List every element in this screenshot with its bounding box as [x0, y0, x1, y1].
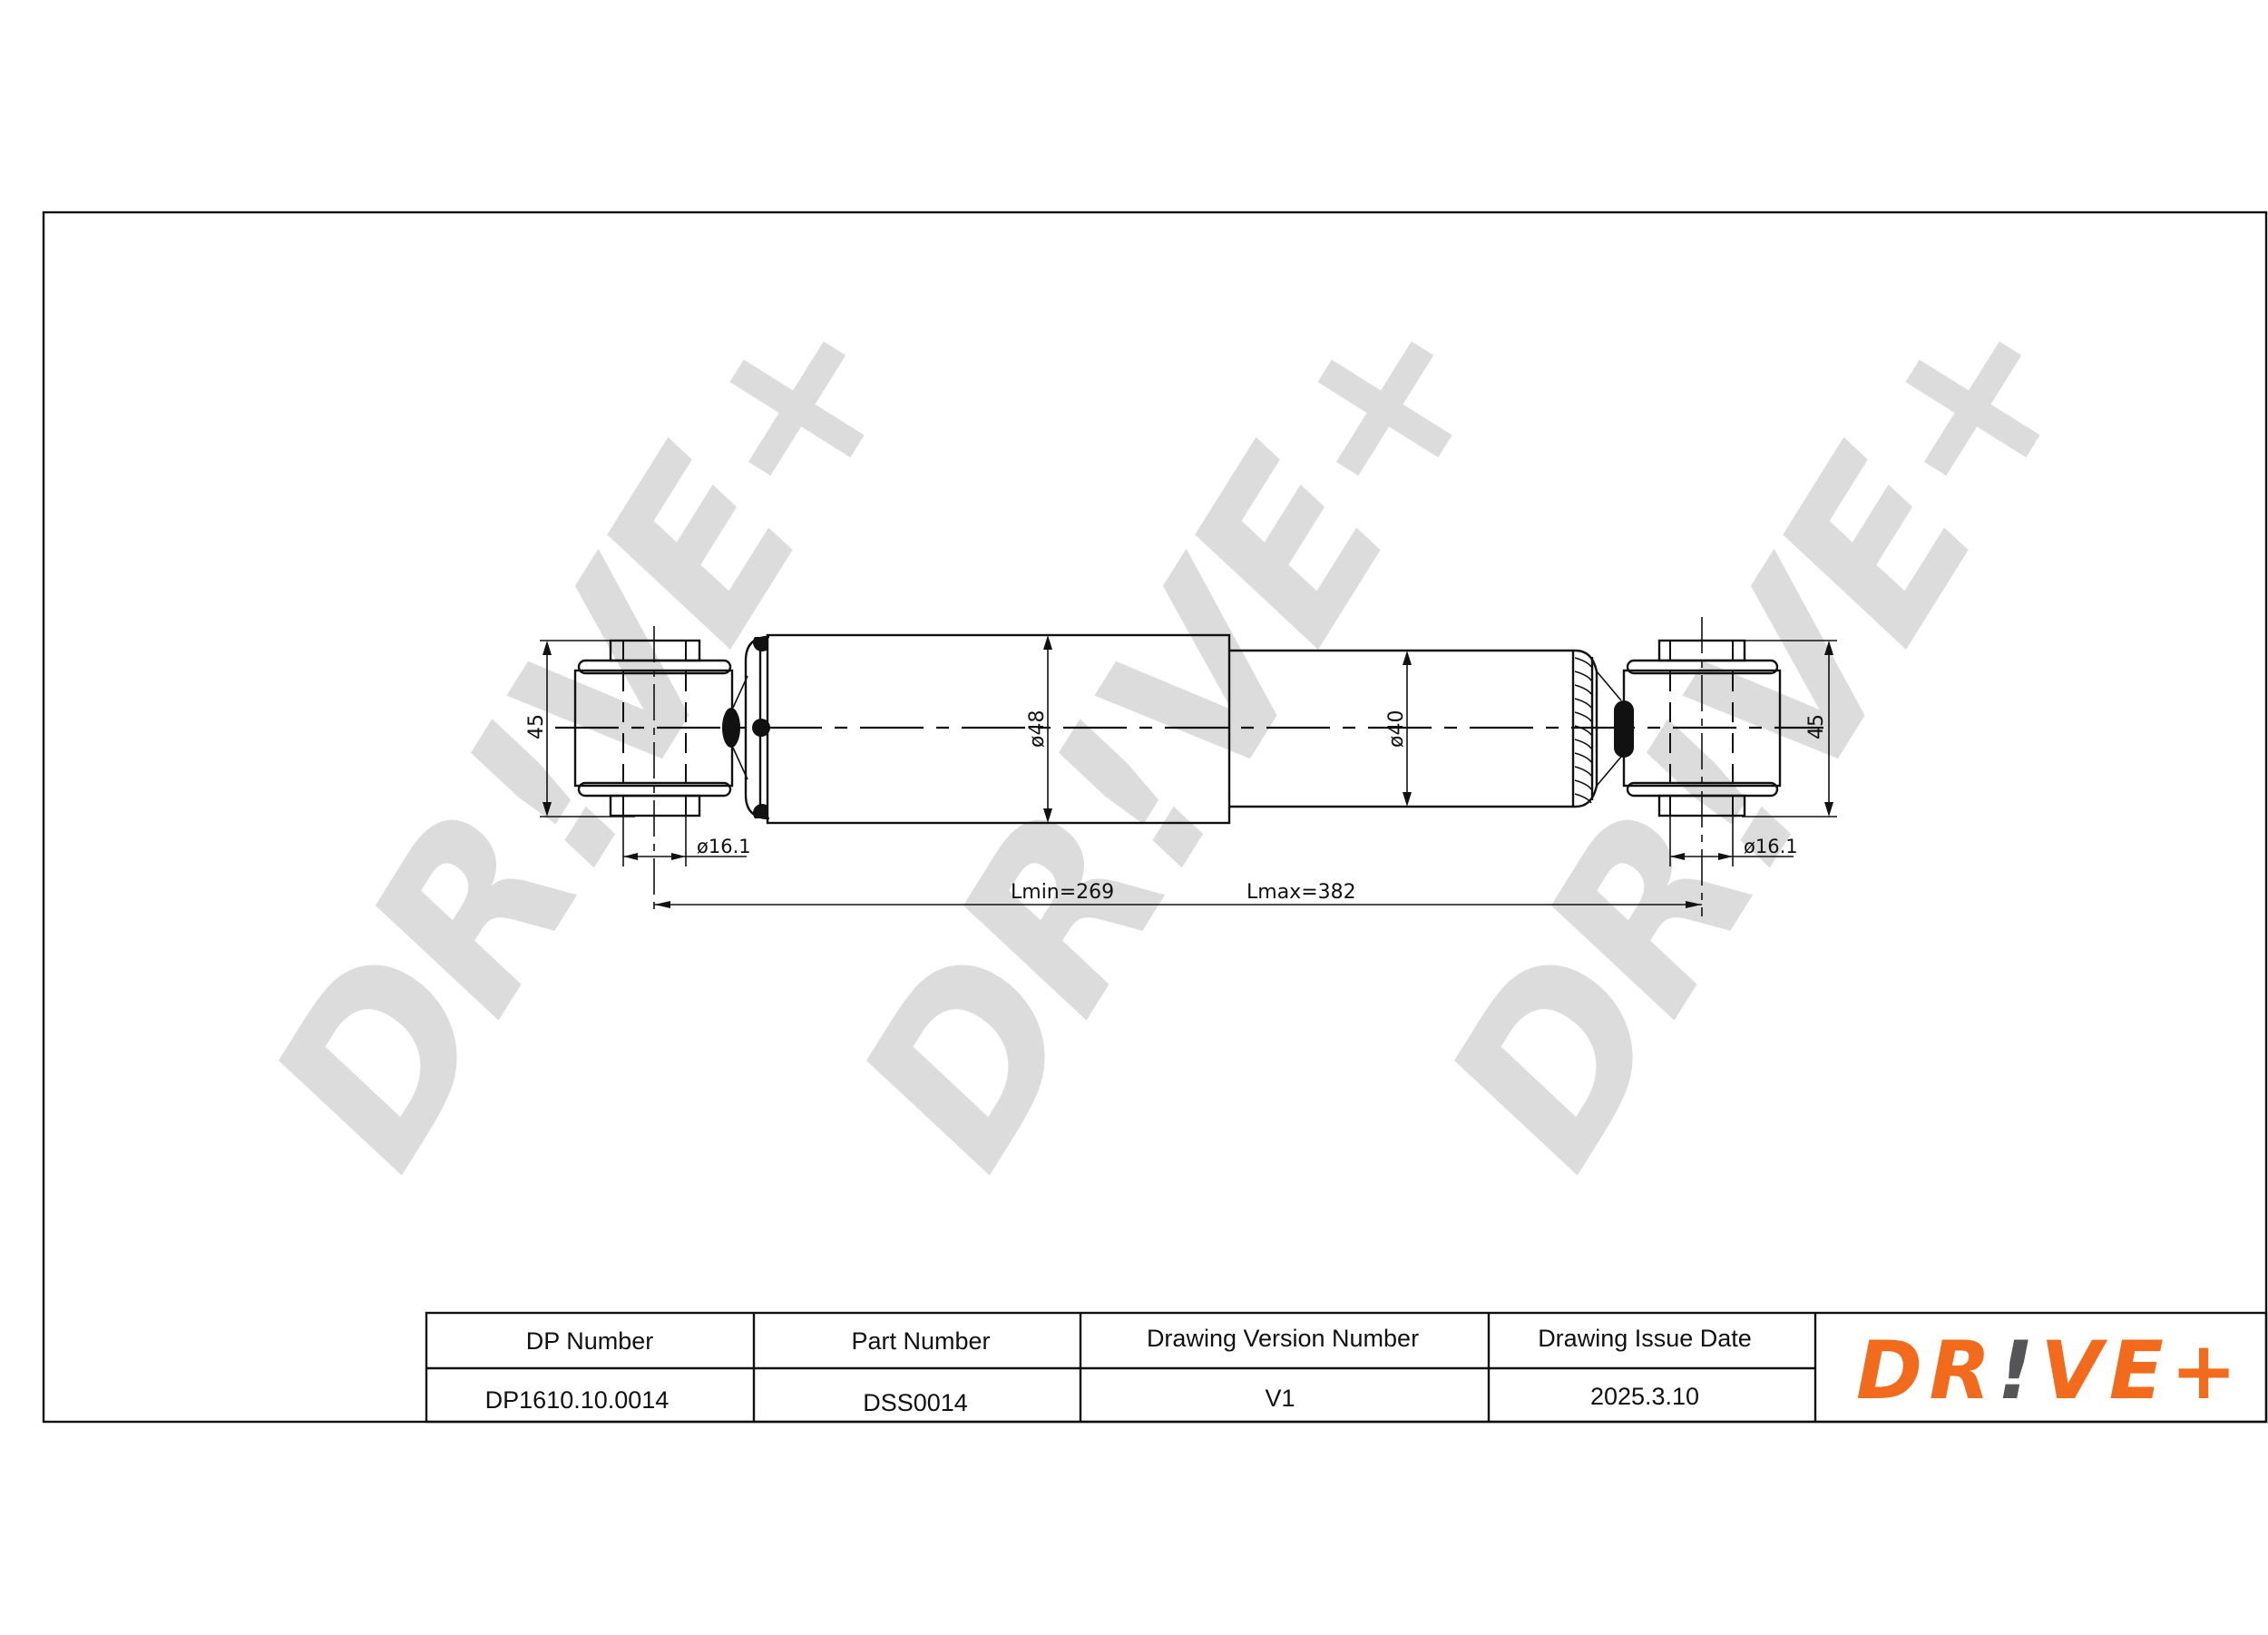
length-min-label: Lmin=269 [1011, 881, 1114, 904]
watermark-group: DR!VE+ DR!VE+ DR!VE+ [220, 259, 2126, 1208]
title-block: DP Number Part Number Drawing Version Nu… [425, 1311, 2268, 1424]
left-bore-label: ø16.1 [697, 836, 751, 857]
header-issue-date: Drawing Issue Date [1538, 1325, 1752, 1352]
value-version: V1 [1265, 1385, 1295, 1412]
header-dp-number: DP Number [526, 1327, 654, 1355]
right-bore-label: ø16.1 [1744, 836, 1798, 857]
svg-text:DR!VE+: DR!VE+ [1856, 1324, 2237, 1417]
dimension-left-45: 45 [525, 640, 635, 818]
logo-text-bang: ! [1998, 1324, 2034, 1417]
dimension-tube-40: ø40 [1385, 651, 1412, 807]
value-issue-date: 2025.3.10 [1590, 1383, 1699, 1410]
inner-tube [1229, 649, 1598, 808]
value-part-number: DSS0014 [863, 1389, 968, 1416]
drive-logo: DR!VE+ [1856, 1324, 2237, 1417]
left-eye-bushing [573, 626, 770, 912]
logo-text-ve-plus: VE+ [2040, 1324, 2237, 1417]
tube-inner-diameter-label: ø40 [1385, 710, 1408, 748]
dimension-right-bore: ø16.1 [1669, 817, 1798, 866]
right-eye-height-label: 45 [1805, 714, 1828, 739]
outer-tube [766, 633, 1231, 825]
dimension-length: Lmin=269 Lmax=382 [654, 881, 1702, 908]
length-max-label: Lmax=382 [1246, 881, 1356, 904]
dimension-left-bore: ø16.1 [622, 817, 751, 866]
dimension-tube-48: ø48 [1026, 635, 1052, 823]
value-dp-number: DP1610.10.0014 [485, 1386, 670, 1414]
dimension-right-45: 45 [1742, 640, 1837, 818]
tube-outer-diameter-label: ø48 [1026, 710, 1049, 748]
logo-text-dr: DR [1856, 1324, 1990, 1417]
right-eye-bushing [1571, 617, 1782, 916]
left-eye-height-label: 45 [525, 714, 548, 739]
header-part-number: Part Number [851, 1327, 990, 1355]
header-drawing-version: Drawing Version Number [1147, 1325, 1419, 1352]
